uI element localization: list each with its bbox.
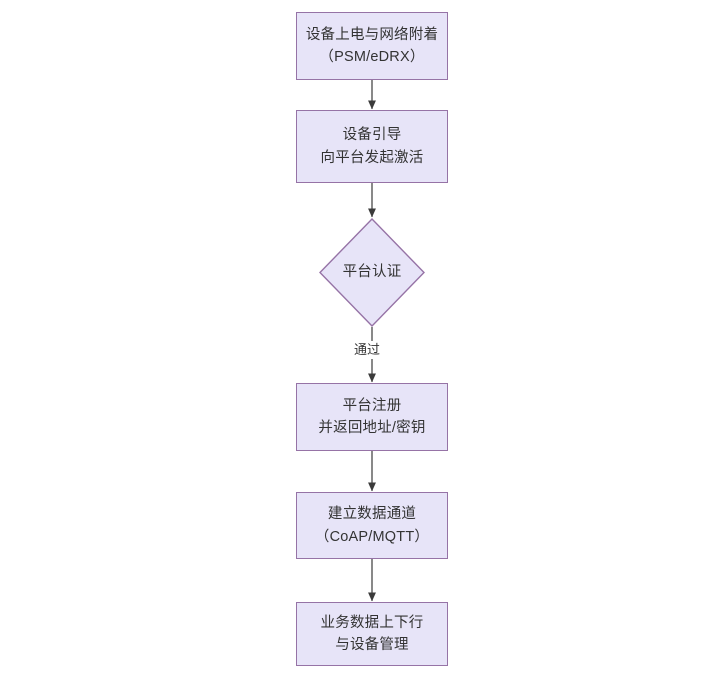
node-business-data-and-device-management[interactable]: 业务数据上下行 与设备管理 bbox=[296, 602, 448, 666]
node-establish-data-channel[interactable]: 建立数据通道 （CoAP/MQTT） bbox=[296, 492, 448, 559]
node-label-line: 建立数据通道 bbox=[327, 506, 417, 523]
node-device-bootstrap[interactable]: 设备引导 向平台发起激活 bbox=[296, 110, 448, 183]
node-platform-authentication[interactable]: 平台认证 bbox=[319, 218, 425, 327]
node-label-line: 并返回地址/密钥 bbox=[318, 420, 426, 436]
node-label-line: 与设备管理 bbox=[335, 637, 409, 653]
node-label-line: 平台认证 bbox=[342, 264, 402, 281]
node-label-line: （CoAP/MQTT） bbox=[314, 528, 430, 545]
node-label-line: 向平台发起激活 bbox=[320, 149, 424, 166]
edge-label-pass: 通过 bbox=[352, 341, 383, 359]
node-device-power-on[interactable]: 设备上电与网络附着 （PSM/eDRX） bbox=[296, 12, 448, 80]
node-label-line: 设备引导 bbox=[342, 127, 402, 144]
node-label-line: （PSM/eDRX） bbox=[319, 49, 425, 65]
node-platform-registration[interactable]: 平台注册 并返回地址/密钥 bbox=[296, 383, 448, 451]
diamond-shape bbox=[319, 218, 425, 327]
diamond-label-wrap: 平台认证 bbox=[319, 218, 425, 327]
node-label-line: 设备上电与网络附着 bbox=[305, 26, 439, 43]
node-label-line: 平台注册 bbox=[342, 397, 402, 414]
node-label-line: 业务数据上下行 bbox=[320, 614, 424, 631]
